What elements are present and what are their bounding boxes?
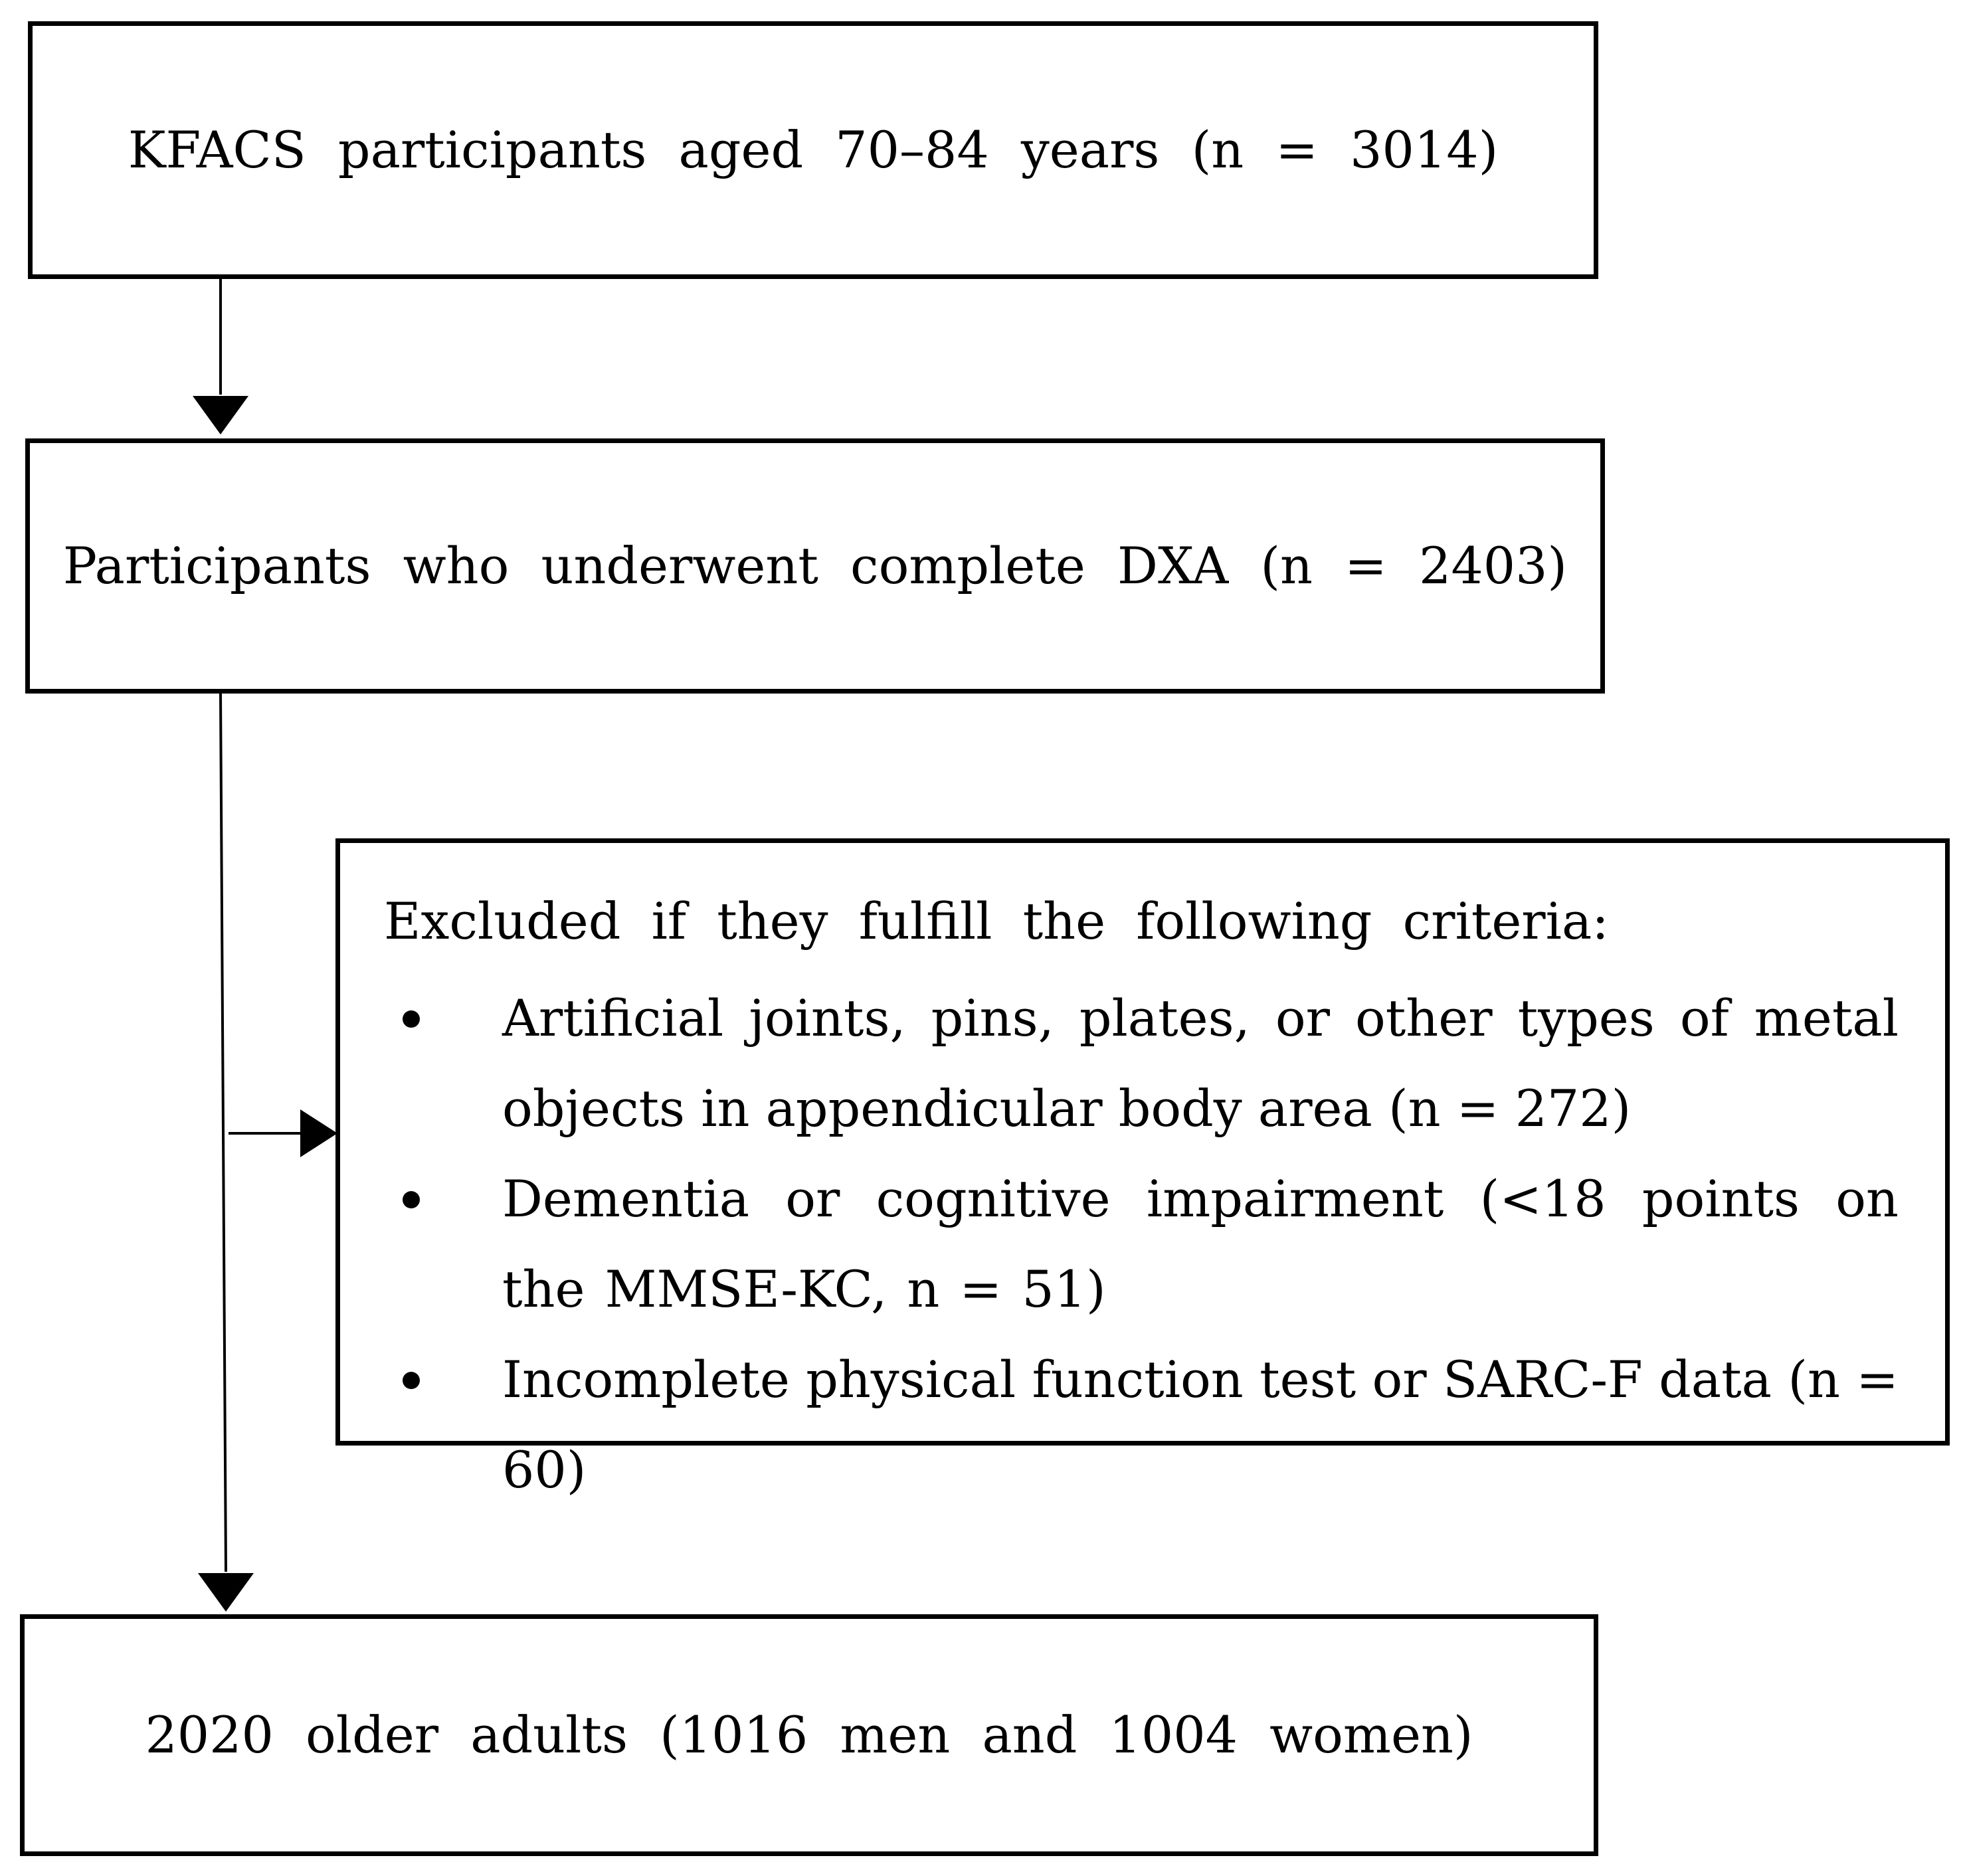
bullet-icon bbox=[403, 1010, 420, 1028]
arrow-to-exclusion bbox=[229, 1109, 337, 1157]
exclusion-item-text: Incomplete physical function test or SAR… bbox=[502, 1350, 1899, 1499]
arrow-step2-to-final bbox=[198, 693, 254, 1612]
box-dxa-participants-text: Participants who underwent complete DXA … bbox=[62, 536, 1568, 595]
exclusion-list: Artificial joints, pins, plates, or othe… bbox=[384, 973, 1899, 1515]
box-initial-participants-text: KFACS participants aged 70–84 years (n =… bbox=[128, 120, 1499, 179]
exclusion-item-text: Artificial joints, pins, plates, or othe… bbox=[502, 988, 1899, 1138]
bullet-icon bbox=[403, 1372, 420, 1389]
exclusion-item-text: Dementia or cognitive impairment (<18 po… bbox=[502, 1169, 1899, 1319]
box-initial-participants: KFACS participants aged 70–84 years (n =… bbox=[28, 21, 1598, 279]
box-final-sample-text: 2020 older adults (1016 men and 1004 wom… bbox=[145, 1705, 1473, 1764]
box-exclusion-criteria: Excluded if they fulfill the following c… bbox=[335, 838, 1950, 1499]
exclusion-item-metal-objects: Artificial joints, pins, plates, or othe… bbox=[384, 973, 1899, 1154]
box-final-sample: 2020 older adults (1016 men and 1004 wom… bbox=[20, 1614, 1598, 1856]
arrow-step1-to-step2 bbox=[193, 279, 248, 434]
exclusion-heading: Excluded if they fulfill the following c… bbox=[384, 891, 1609, 951]
exclusion-item-dementia: Dementia or cognitive impairment (<18 po… bbox=[384, 1154, 1899, 1335]
bullet-icon bbox=[403, 1191, 420, 1208]
box-dxa-participants: Participants who underwent complete DXA … bbox=[25, 438, 1605, 694]
exclusion-item-incomplete-data: Incomplete physical function test or SAR… bbox=[384, 1335, 1899, 1515]
